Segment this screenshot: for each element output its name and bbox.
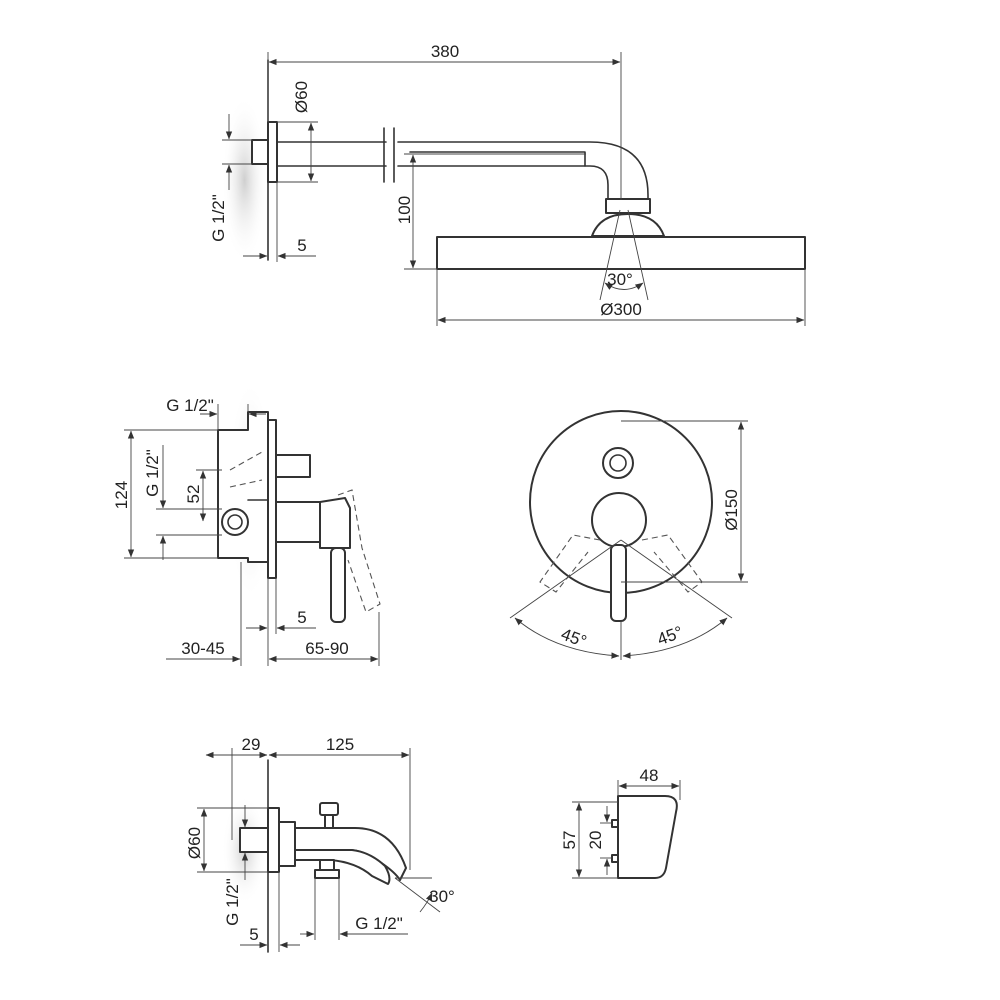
mixer-front-view: 45° 45° Ø150 — [509, 410, 748, 660]
dim-wall-offset-label: 5 — [297, 236, 306, 255]
dim-spout-length-label: 125 — [326, 735, 354, 754]
head-mount — [591, 213, 665, 237]
spray-angle-lines — [599, 209, 649, 301]
cartridge-cap — [591, 492, 647, 548]
wall-shadow — [222, 95, 267, 265]
hose-outlet-nut — [319, 859, 335, 871]
upper-outlet — [275, 454, 311, 478]
lever-hub — [319, 497, 351, 549]
shower-arm-view: 380 Ø60 G 1/2" 5 100 30° Ø300 — [209, 42, 806, 326]
shower-head — [436, 236, 806, 270]
dim-spout-offset-label: 5 — [249, 925, 258, 944]
front-lever — [610, 544, 627, 622]
dim-rosette-diameter-label: Ø60 — [185, 827, 204, 859]
dim-mixer-height-label: 124 — [112, 481, 131, 509]
dim-plate-thickness-label: 5 — [297, 608, 306, 627]
wall-flange — [267, 121, 278, 183]
dim-mixer-thread-top-label: G 1/2" — [166, 396, 214, 415]
dim-lever-projection-label: 65-90 — [305, 639, 348, 658]
holder-pin-bottom — [611, 854, 619, 863]
spray-angle-arc — [604, 282, 644, 290]
dim-plate-diameter-label: Ø150 — [722, 489, 741, 531]
arm-channel — [409, 151, 586, 167]
dim-mixer-thread-left-label: G 1/2" — [143, 449, 162, 497]
spout-underside — [294, 849, 391, 885]
dim-spout-thread-label: G 1/2" — [223, 878, 242, 926]
diverter-stem — [324, 813, 334, 829]
dim-inlet-spacing-label: 52 — [184, 485, 203, 504]
diverter-cap — [319, 802, 339, 816]
dim-wall-depth-label: 30-45 — [181, 639, 224, 658]
mixer-lever — [330, 547, 346, 623]
internal-channels — [229, 451, 263, 488]
dim-rosette-depth-label: 29 — [242, 735, 261, 754]
dim-holder-height-label: 57 — [560, 831, 579, 850]
rotation-right-label: 45° — [655, 623, 686, 650]
arm-pipe-start — [276, 141, 387, 167]
rotation-left-arc — [514, 617, 620, 659]
dim-spout-outlet-label: G 1/2" — [355, 914, 403, 933]
dim-thread-label: G 1/2" — [209, 194, 228, 242]
mixer-side-view: G 1/2" 124 G 1/2" 52 5 30-45 65-90 — [112, 380, 381, 666]
diverter-knob — [602, 447, 634, 479]
arm-break-mark — [383, 127, 395, 183]
spout-collar — [278, 821, 296, 867]
holder-pin-top — [611, 819, 619, 828]
dim-head-diameter-label: Ø300 — [600, 300, 642, 319]
cover-plate — [267, 419, 277, 579]
dim-pin-spacing-label: 20 — [586, 831, 605, 850]
dim-flange-diameter-label: Ø60 — [292, 81, 311, 113]
rotation-right-arc — [622, 617, 728, 659]
connector-nipple — [251, 139, 269, 165]
spray-angle-label: 30° — [607, 270, 633, 289]
spout-view: 30° 29 125 Ø60 G 1/2" 5 G 1/2" — [185, 735, 455, 953]
dim-holder-width-label: 48 — [640, 766, 659, 785]
hose-outlet-ring — [314, 869, 340, 879]
spout-angle-arc — [419, 892, 433, 913]
cartridge-housing — [275, 501, 321, 543]
lever-alt-position — [337, 489, 381, 613]
rotation-left-label: 45° — [559, 625, 590, 652]
spout-angle-label: 30° — [429, 887, 455, 906]
mixer-body — [217, 411, 269, 563]
dim-drop-label: 100 — [395, 196, 414, 224]
dim-380-label: 380 — [431, 42, 459, 61]
inlet-port — [221, 508, 249, 536]
holder-view: 48 57 20 — [560, 766, 681, 879]
holder-body — [617, 795, 678, 879]
spout-nipple — [239, 827, 269, 853]
arm-pipe-bottom — [397, 165, 609, 205]
spout-rosette — [267, 807, 280, 873]
arm-pipe-top — [397, 141, 649, 205]
